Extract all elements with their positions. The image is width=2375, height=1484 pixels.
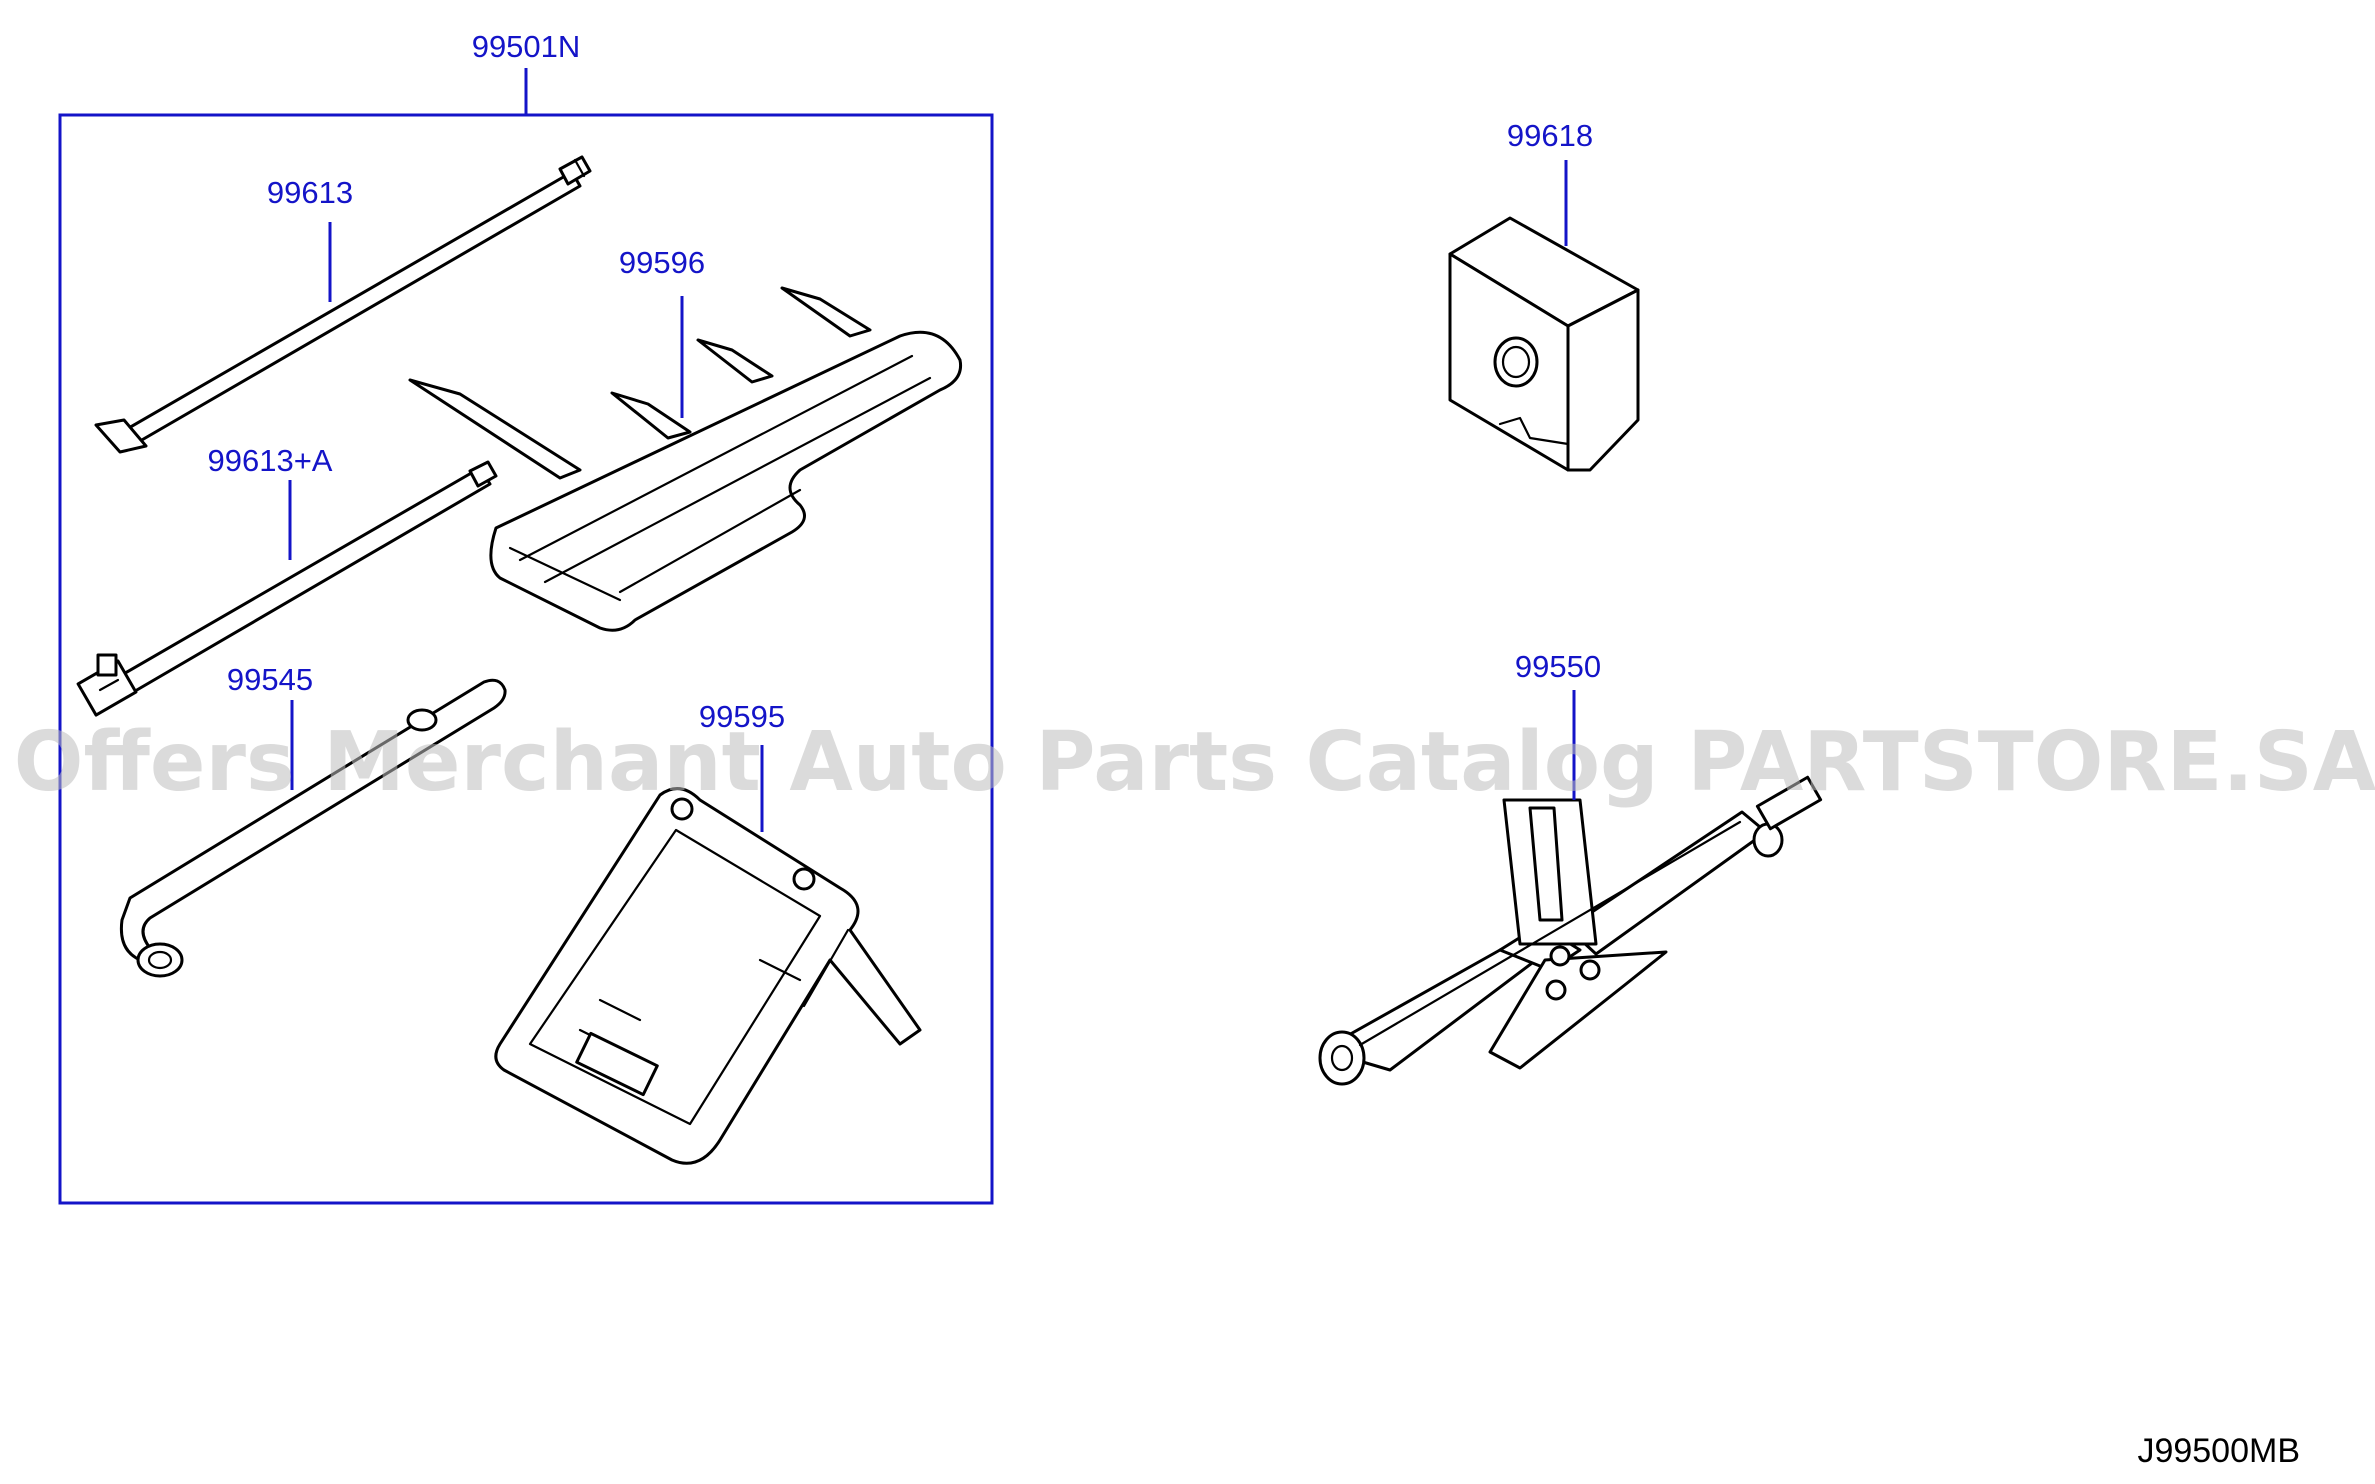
rod-drawing xyxy=(94,155,592,454)
label-block[interactable]: 99618 xyxy=(1507,118,1593,153)
label-rod[interactable]: 99613 xyxy=(267,175,353,210)
part-rod-a[interactable]: 99613+A xyxy=(76,443,498,717)
part-jack[interactable]: 99550 xyxy=(1318,649,1823,1086)
label-tray[interactable]: 99596 xyxy=(619,245,705,280)
part-block[interactable]: 99618 xyxy=(1448,118,1640,472)
jack-drawing xyxy=(1318,775,1823,1086)
kit-group: 99501N xyxy=(58,29,994,1205)
drawing-code: J99500MB xyxy=(2137,1432,2300,1470)
label-jack[interactable]: 99550 xyxy=(1515,649,1601,684)
chock-drawing xyxy=(494,787,922,1165)
label-rod-a[interactable]: 99613+A xyxy=(208,443,333,478)
part-wrench[interactable]: 99545 xyxy=(119,662,507,978)
part-chock[interactable]: 99595 xyxy=(494,699,922,1165)
kit-group-label[interactable]: 99501N xyxy=(472,29,581,64)
part-tray[interactable]: 99596 xyxy=(408,245,963,632)
label-wrench[interactable]: 99545 xyxy=(227,662,313,697)
watermark-text: Offers Merchant Auto Parts Catalog PARTS… xyxy=(14,715,2375,810)
block-drawing xyxy=(1448,216,1640,472)
rod-a-drawing xyxy=(76,460,498,717)
part-rod[interactable]: 99613 xyxy=(94,155,592,454)
tray-drawing xyxy=(408,286,963,632)
label-chock[interactable]: 99595 xyxy=(699,699,785,734)
wrench-drawing xyxy=(119,678,507,978)
